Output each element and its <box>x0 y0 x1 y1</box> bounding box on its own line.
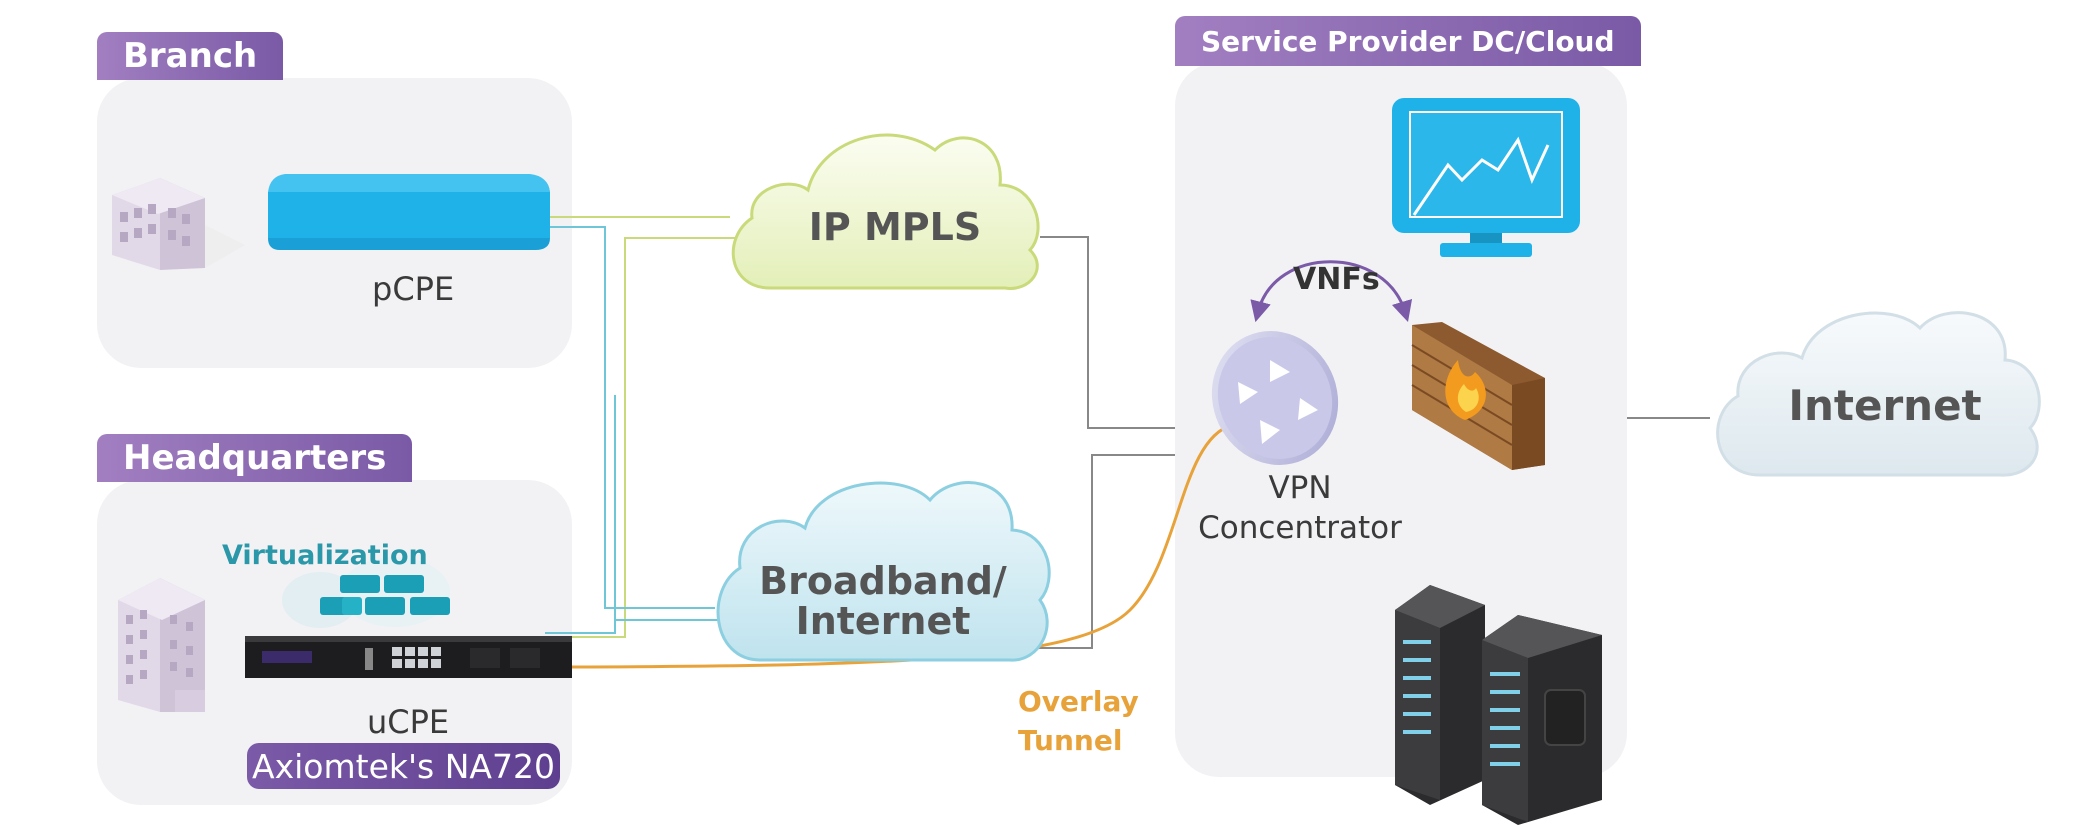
vpn-concentrator-label: VPN Concentrator <box>1190 468 1410 549</box>
link-ucpe-broadband <box>545 395 720 634</box>
hq-building-icon <box>118 578 205 712</box>
internet-cloud <box>1716 311 2041 477</box>
pcpe-label: pCPE <box>372 270 455 308</box>
server-rack-icon <box>1395 585 1602 825</box>
vpn-router-icon <box>1211 331 1339 465</box>
overlay-label-line2: Tunnel <box>1018 724 1123 758</box>
overlay-tunnel-label: Overlay Tunnel <box>1018 682 1139 760</box>
overlay-label-line1: Overlay <box>1018 685 1139 718</box>
broadband-cloud-label: Broadband/ Internet <box>748 559 1018 643</box>
pcpe-device-icon <box>268 174 550 250</box>
broadband-label-line2: Internet <box>795 598 971 643</box>
broadband-cloud <box>716 481 1051 662</box>
ucpe-model-badge: Axiomtek's NA720 <box>247 743 560 789</box>
links <box>545 216 1710 669</box>
vnfs-label: VNFs <box>1293 262 1380 297</box>
ucpe-label: uCPE <box>367 703 450 741</box>
vnfs-arrow <box>1250 260 1413 323</box>
firewall-icon <box>1411 322 1545 470</box>
link-ucpe-mpls <box>572 237 735 638</box>
vpn-label-line1: VPN <box>1268 470 1332 506</box>
link-mpls-provider <box>1040 236 1175 429</box>
virtualization-cloud-icon <box>282 557 450 628</box>
broadband-label-line1: Broadband/ <box>759 559 1007 603</box>
headquarters-title: Headquarters <box>97 434 413 482</box>
mpls-cloud-label: IP MPLS <box>808 205 982 249</box>
branch-title: Branch <box>97 32 284 80</box>
ucpe-device-icon <box>245 636 572 678</box>
monitor-icon <box>1392 98 1580 257</box>
internet-cloud-label: Internet <box>1788 381 1982 430</box>
ip-mpls-cloud <box>731 133 1040 290</box>
virtualization-label: Virtualization <box>222 540 428 571</box>
link-pcpe-broadband <box>550 226 715 609</box>
overlay-tunnel <box>571 423 1233 669</box>
vpn-label-line2: Concentrator <box>1198 510 1402 547</box>
branch-building-icon <box>112 178 245 270</box>
link-broadband-provider <box>1030 454 1175 649</box>
provider-title: Service Provider DC/Cloud <box>1175 16 1641 66</box>
